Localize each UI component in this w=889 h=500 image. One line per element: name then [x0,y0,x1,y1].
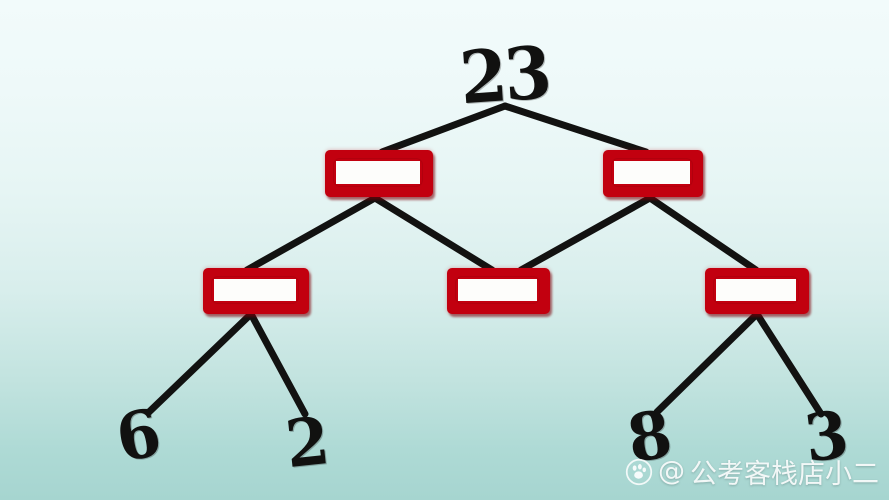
edge-right-to-center [517,194,654,274]
edge-root-to-left [378,102,509,156]
watermark: @ 公考客栈店小二 [625,452,879,491]
tree-node-box-level2-right[interactable] [705,268,809,314]
edge-midleft-to-leaf-2 [247,310,309,418]
tree-node-box-level1-right[interactable] [603,150,703,197]
edge-midright-to-leaf-8 [653,310,761,416]
tree-node-box-level2-middle[interactable] [447,268,550,314]
edge-midleft-to-leaf-6 [145,310,255,416]
edge-right-to-midright [646,194,760,274]
edge-root-to-right [501,102,650,156]
watermark-at-symbol: @ [658,456,685,487]
tree-node-box-level1-left[interactable] [325,150,433,197]
watermark-text: 公考客栈店小二 [690,459,879,490]
edge-left-to-midleft [243,194,379,274]
edge-midright-to-leaf-3 [753,310,825,418]
tree-leaf-value-left-2: 2 [282,402,333,483]
baidu-paw-icon [625,458,653,486]
tree-root-value: 23 [457,30,552,122]
tree-node-box-level2-left[interactable] [203,268,309,314]
edge-left-to-center [371,194,496,274]
